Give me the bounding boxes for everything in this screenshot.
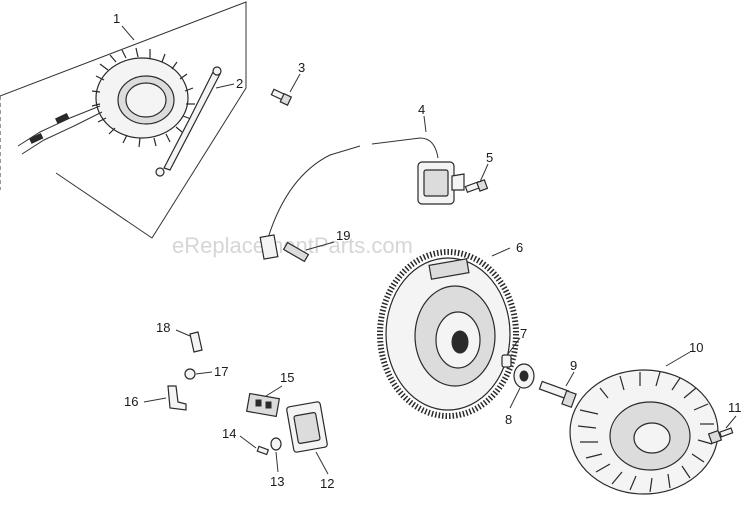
part-16-bracket <box>167 385 187 411</box>
part-5-screw <box>464 179 489 193</box>
part-19-spark-plug <box>259 234 310 263</box>
callout-11: 11 <box>728 400 742 415</box>
callout-13: 13 <box>270 474 284 489</box>
callout-14: 14 <box>222 426 236 441</box>
callout-5: 5 <box>486 150 493 165</box>
part-9-bolt <box>538 380 577 409</box>
part-1-stator <box>0 1 247 239</box>
part-8-washer <box>513 363 535 389</box>
callout-2: 2 <box>236 76 243 91</box>
part-14-screw <box>256 445 270 456</box>
callout-labels: 1 2 3 4 5 6 7 8 9 10 11 12 13 14 15 16 1… <box>113 11 742 491</box>
callout-7: 7 <box>520 326 527 341</box>
part-15-connector <box>245 392 281 418</box>
part-4-ignition-module <box>267 137 465 239</box>
part-12-rectifier <box>286 401 328 453</box>
callout-3: 3 <box>298 60 305 75</box>
callout-18: 18 <box>156 320 170 335</box>
part-13-washer <box>270 437 282 451</box>
part-2-ground-strap <box>155 66 222 177</box>
callout-4: 4 <box>418 102 425 117</box>
callout-15: 15 <box>280 370 294 385</box>
callout-8: 8 <box>505 412 512 427</box>
callout-1: 1 <box>113 11 120 26</box>
callout-6: 6 <box>516 240 523 255</box>
part-11-screw <box>707 427 734 445</box>
leader-lines <box>121 25 737 475</box>
part-17-nut <box>184 368 196 380</box>
callout-10: 10 <box>689 340 703 355</box>
part-6-flywheel <box>377 249 519 419</box>
part-7-key <box>501 354 512 368</box>
callout-9: 9 <box>570 358 577 373</box>
part-3-screw <box>270 88 293 107</box>
callout-12: 12 <box>320 476 334 491</box>
callout-16: 16 <box>124 394 138 409</box>
part-10-fan <box>569 369 719 495</box>
callout-19: 19 <box>336 228 350 243</box>
callout-17: 17 <box>214 364 228 379</box>
part-18-clip <box>189 331 203 353</box>
